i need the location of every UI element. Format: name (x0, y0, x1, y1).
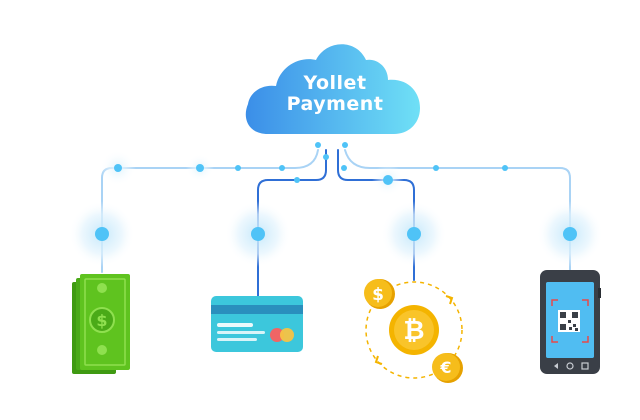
smartphone-icon (540, 270, 601, 374)
cash-dollar-symbol: $ (96, 311, 107, 330)
node-glows (69, 201, 603, 267)
dollar-symbol: $ (372, 285, 384, 305)
connector-lines (101, 149, 571, 297)
connector-to-card (257, 149, 327, 297)
bitcoin-symbol: ₿ (403, 316, 424, 346)
cloud-icon (245, 44, 420, 134)
cash-icon (72, 274, 130, 374)
connector-to-phone (344, 149, 571, 273)
cloud-title-line1: Yollet (303, 72, 367, 94)
cloud-title-line2: Payment (286, 93, 384, 115)
credit-card-icon (211, 296, 303, 352)
connector-dots (100, 142, 508, 196)
euro-symbol: € (439, 358, 451, 377)
crypto-coins-icon (364, 279, 463, 383)
qr-code-icon (551, 299, 589, 343)
